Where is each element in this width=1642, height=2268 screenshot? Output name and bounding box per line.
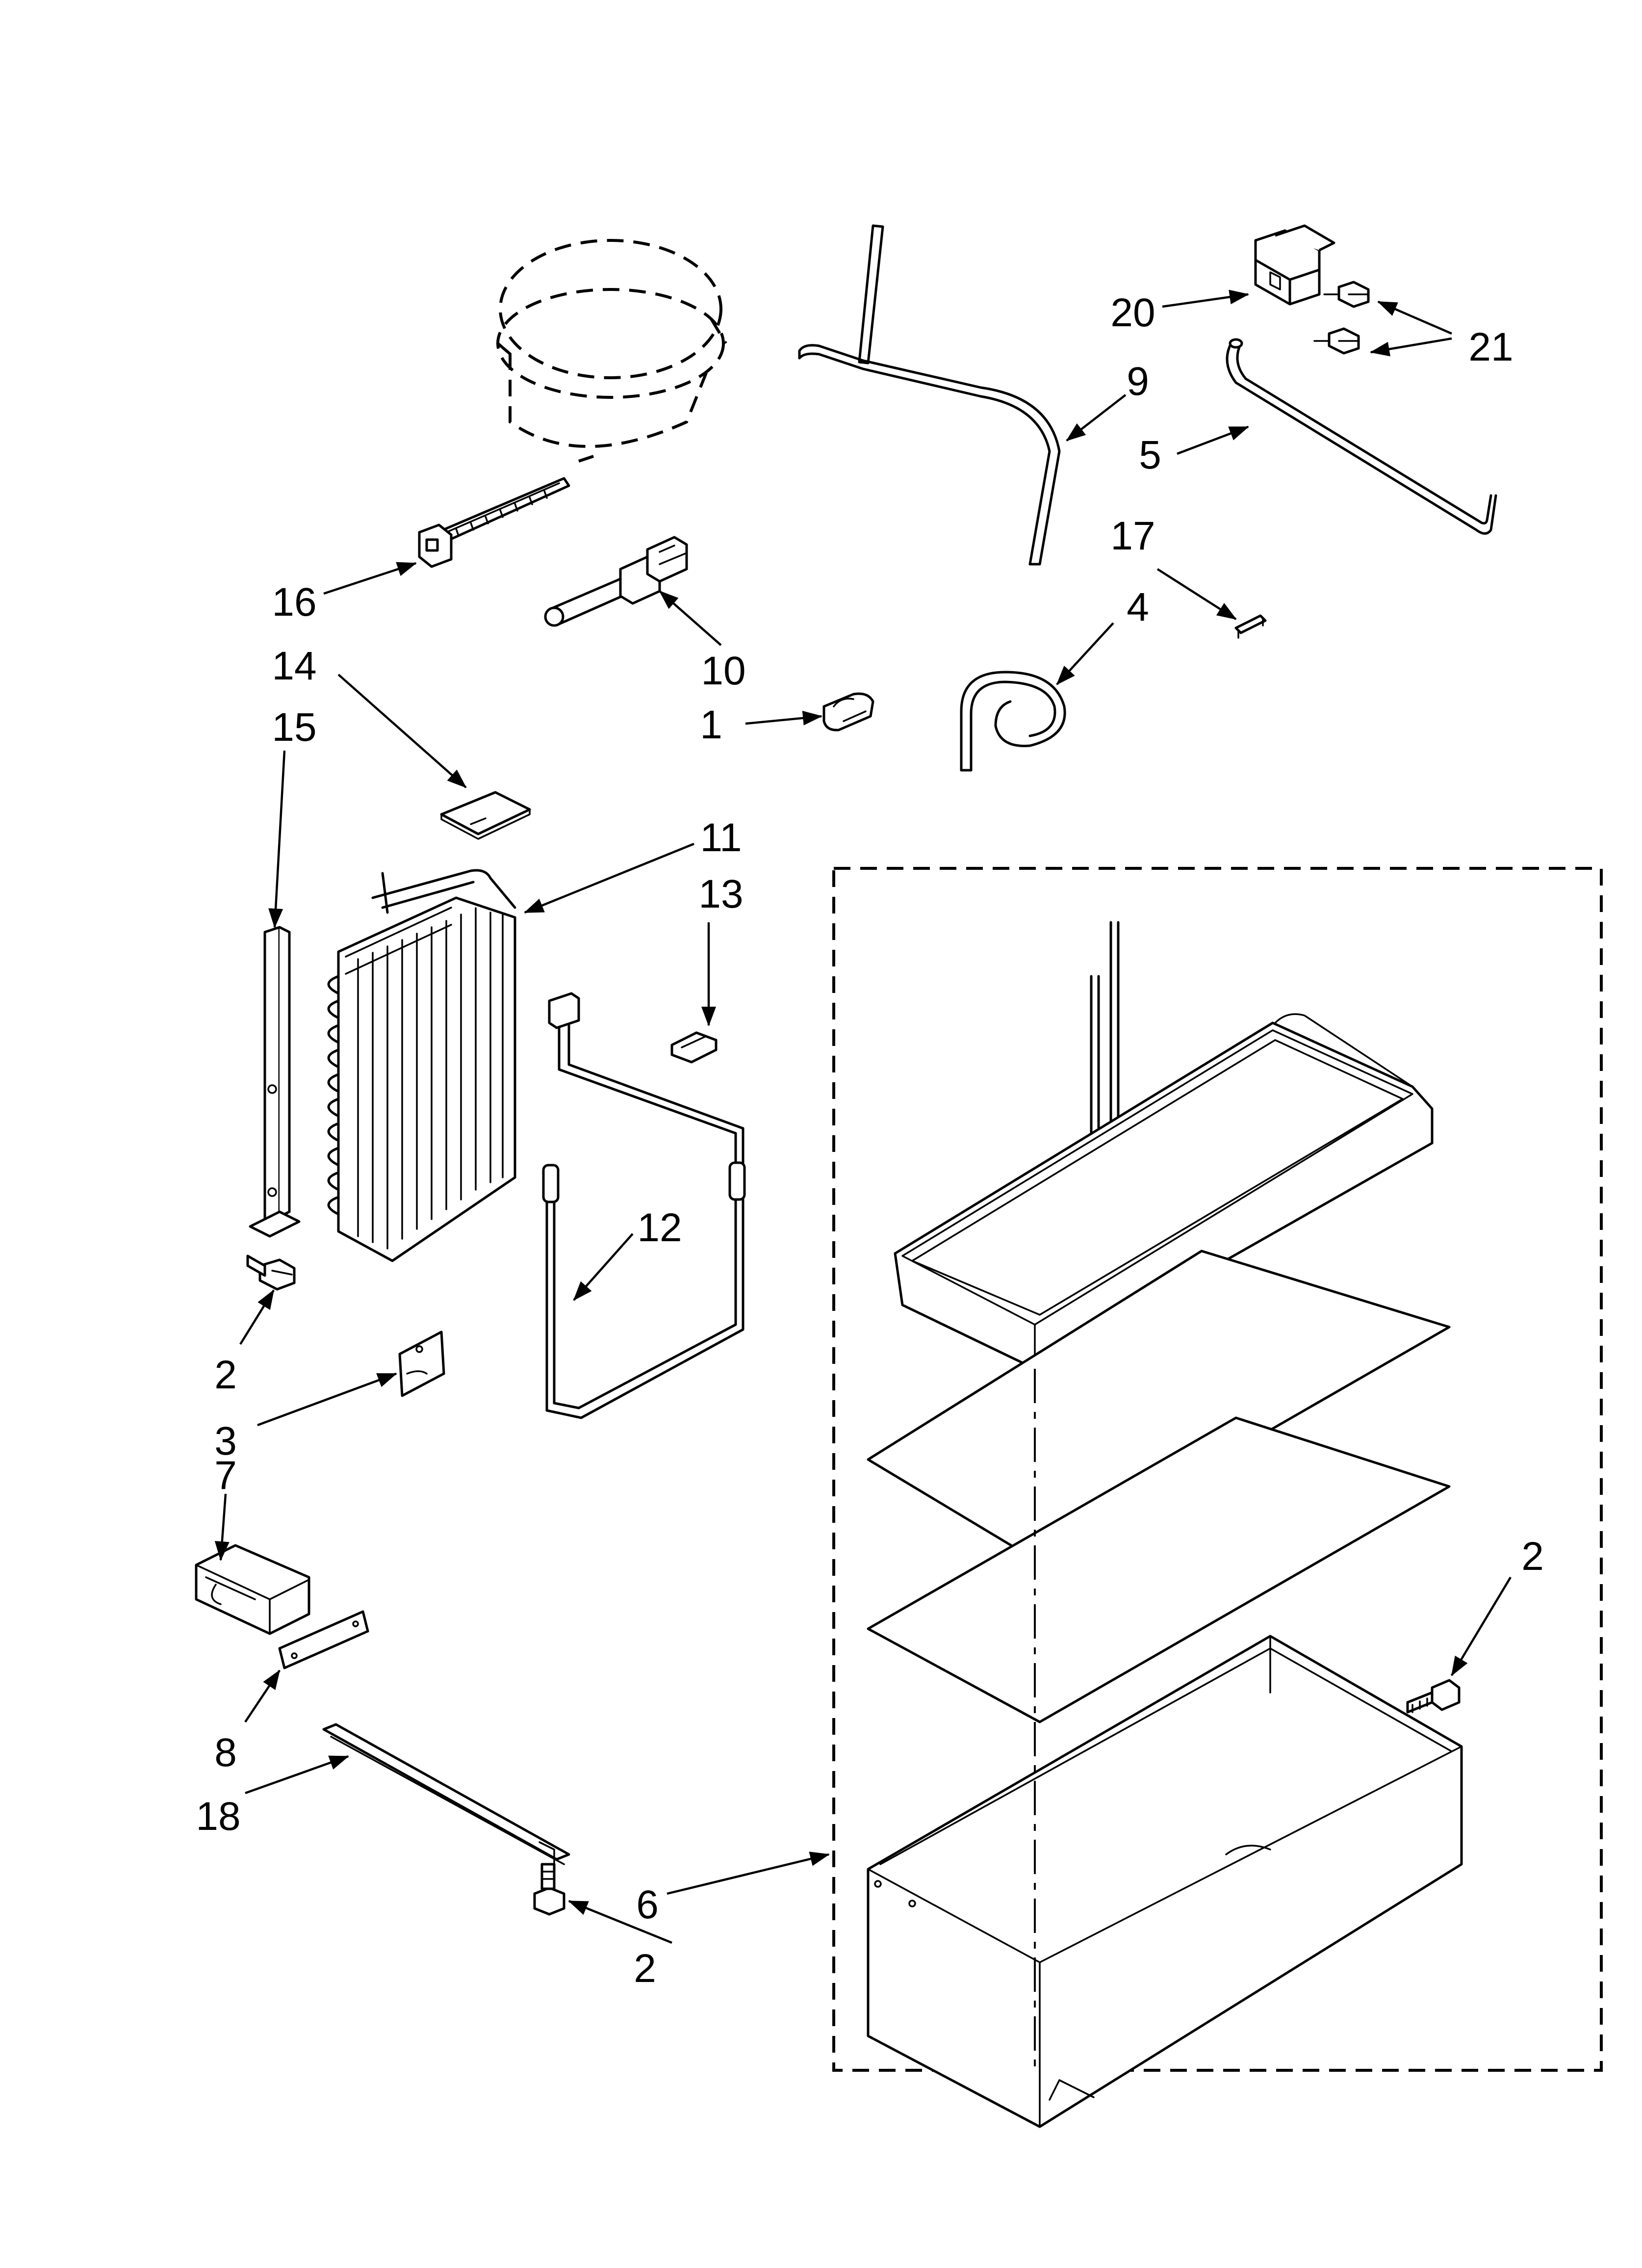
callout-4: 4	[1127, 585, 1149, 629]
callout-16: 16	[272, 580, 316, 625]
callout-9: 9	[1127, 359, 1149, 404]
part-13-clip	[670, 1031, 718, 1064]
callout-15: 15	[272, 705, 316, 750]
compressor-outline	[496, 239, 727, 463]
part-9-tube	[798, 224, 1061, 566]
callout-12: 12	[637, 1205, 682, 1250]
part-21-screws	[1313, 281, 1370, 355]
callout-13: 13	[698, 872, 743, 916]
part-6-drain-pan-assembly	[832, 867, 1603, 2128]
callout-2-left: 2	[214, 1353, 237, 1397]
callout-17: 17	[1110, 514, 1155, 558]
callout-7: 7	[214, 1453, 237, 1498]
part-1-clip	[822, 692, 874, 731]
callout-2-bottom: 2	[634, 1946, 656, 1991]
callout-3: 3	[214, 1419, 237, 1463]
callout-21: 21	[1468, 325, 1513, 369]
leader-lines	[214, 289, 1512, 1944]
callout-11: 11	[700, 815, 742, 860]
callout-5: 5	[1139, 433, 1161, 477]
part-17-clip	[1234, 614, 1267, 639]
part-2-screw-left	[246, 1254, 296, 1291]
callout-10: 10	[701, 649, 745, 693]
part-4-coil	[960, 671, 1066, 772]
callout-labels: 20 21 9 5 17 4 16 10 14 15 1 11 13 12 2 …	[196, 290, 1543, 1991]
callout-2-right: 2	[1521, 1534, 1544, 1579]
callout-8: 8	[214, 1730, 237, 1775]
callout-20: 20	[1110, 290, 1155, 335]
part-7-housing	[195, 1544, 310, 1635]
part-16-cable-tie	[418, 477, 570, 568]
part-20-relay	[1254, 224, 1335, 306]
part-10-thermistor	[544, 536, 688, 627]
part-18-strip	[322, 1723, 570, 1865]
callout-6: 6	[636, 1882, 659, 1927]
part-15-bracket	[249, 926, 301, 1238]
part-3-bracket	[398, 1330, 445, 1397]
callout-1: 1	[700, 703, 722, 747]
part-2-screw-bottom	[533, 1863, 565, 1916]
callout-14: 14	[272, 644, 316, 688]
part-11-evaporator	[327, 869, 516, 1262]
part-8-plate	[278, 1610, 369, 1669]
part-5-tube	[1226, 338, 1497, 535]
part-2-screw-right	[1406, 1679, 1461, 1714]
part-12-heater	[542, 992, 746, 1419]
callout-18: 18	[196, 1794, 240, 1839]
part-14-pad	[440, 791, 531, 840]
